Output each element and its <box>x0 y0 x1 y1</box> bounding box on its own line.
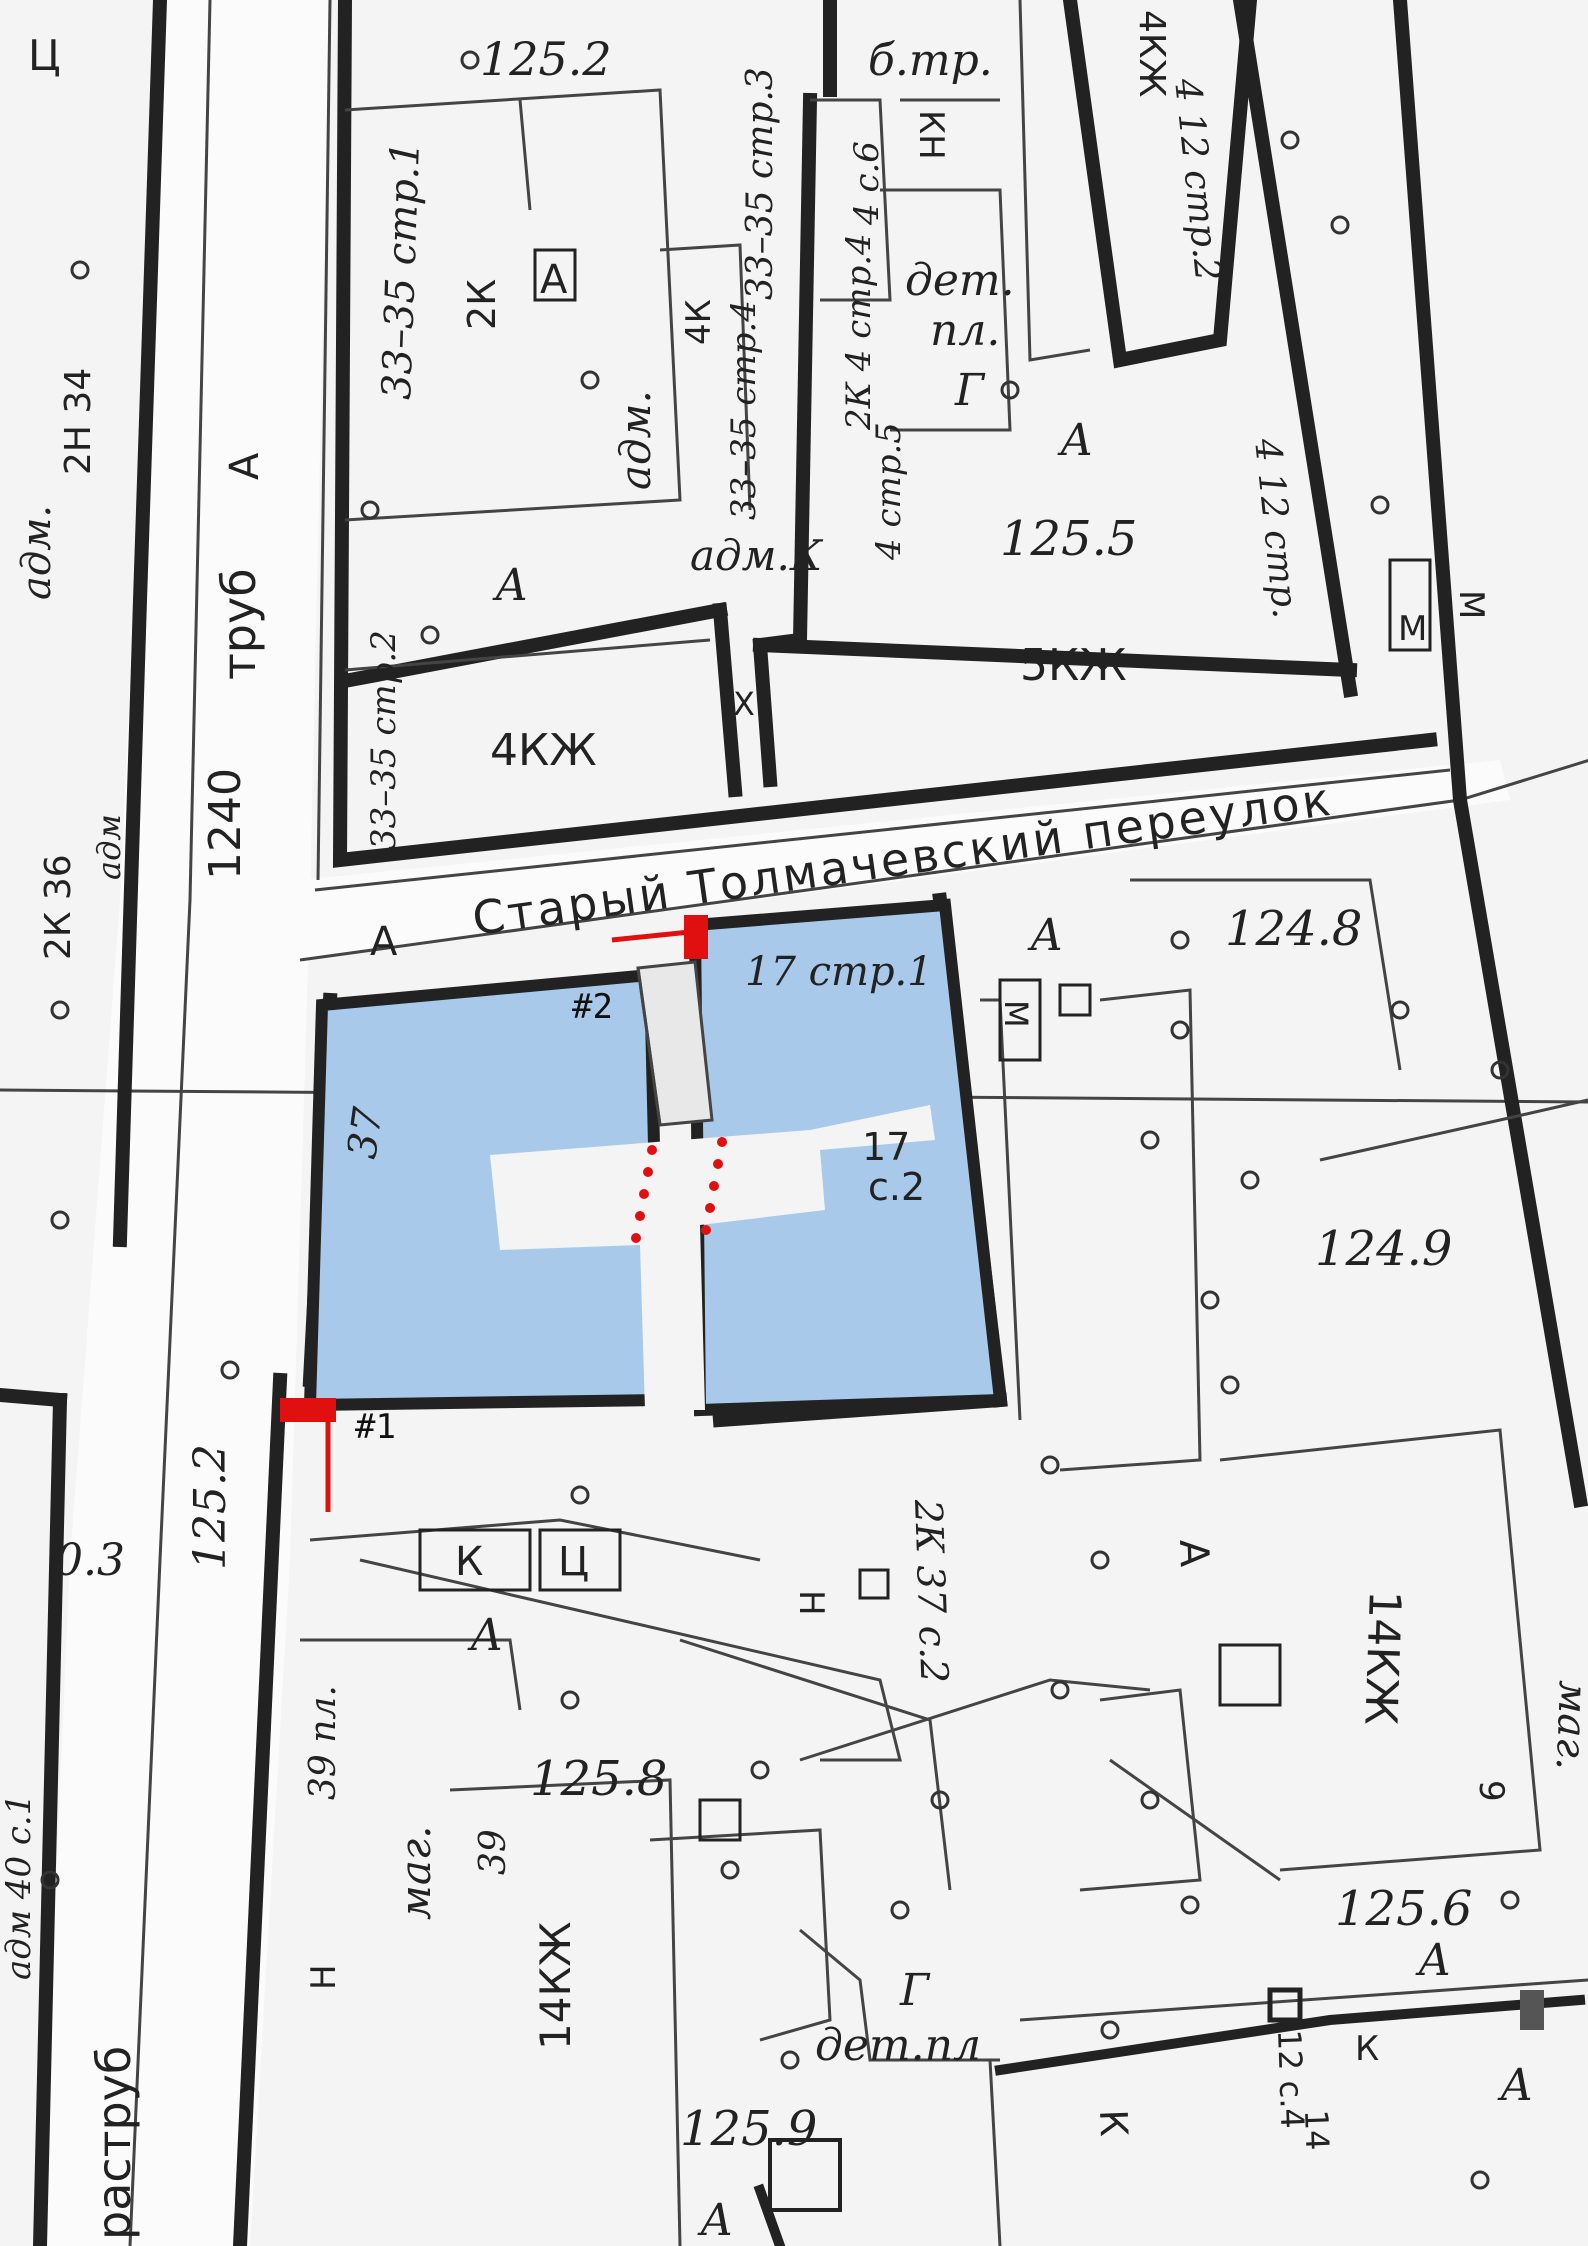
label-a1: А <box>1057 415 1093 466</box>
label-adm-left: адм. <box>14 505 60 600</box>
symbol-boxes <box>418 248 1432 2212</box>
label-39pl: 39 пл. <box>303 1685 344 1800</box>
label-det: дет. <box>905 255 1015 306</box>
courtyard <box>490 960 935 1410</box>
label-4kzh: 4КЖ <box>490 725 597 776</box>
label-ts: Ц <box>558 1539 589 1585</box>
courtyard-cutout <box>490 1105 935 1410</box>
label-17: 17 <box>862 1125 910 1169</box>
label-k3: К <box>1091 2109 1136 2138</box>
label-adm40: адм 40 с.1 <box>0 1794 39 1980</box>
label-mag: маг. <box>391 1826 440 1920</box>
passage-dots <box>631 1137 727 1243</box>
label-g2: Г <box>899 1965 931 2016</box>
label-trub: труб <box>212 568 266 680</box>
label-m2: М <box>1451 590 1491 619</box>
parcel-lines <box>300 0 1588 2246</box>
label-2n34: 2Н 34 <box>58 368 99 475</box>
label-0-3: 0.3 <box>55 1535 125 1586</box>
label-33-35-str4: 33–35 стр.4 <box>724 300 764 520</box>
label-a-left: А <box>222 452 268 480</box>
label-125-2-top: 125.2 <box>480 32 612 86</box>
label-k1: К <box>455 1539 483 1585</box>
label-39: 39 <box>473 1829 514 1875</box>
label-33-35-str2: 33–35 стр.2 <box>364 630 404 850</box>
label-125-5: 125.5 <box>1000 511 1137 567</box>
label-5kzh: 5КЖ <box>1020 640 1127 691</box>
label-124-9: 124.9 <box>1315 1221 1452 1277</box>
label-124-8: 124.8 <box>1225 901 1362 957</box>
label-4str5: 4 стр.5 <box>869 422 909 561</box>
label-btr: б.тр. <box>868 35 993 86</box>
label-2k-37s2: 2К 37 с.2 <box>906 1498 956 1684</box>
label-n1: Н <box>791 1590 831 1616</box>
label-a6: А <box>1415 1935 1451 1986</box>
label-pl: пл. <box>930 305 1000 356</box>
label-a-street: А <box>370 919 398 965</box>
label-ts-left: Ц <box>28 31 61 80</box>
label-2k36: 2К 36 <box>38 854 79 960</box>
label-kn: КН <box>911 110 951 160</box>
label-17str1: 17 стр.1 <box>745 949 933 995</box>
label-adm-k: адм.К <box>690 531 824 580</box>
label-1240: 1240 <box>200 768 251 880</box>
street-bands <box>40 0 1510 2246</box>
label-g1: Г <box>954 365 986 416</box>
label-s2: с.2 <box>868 1165 925 1209</box>
label-9: 9 <box>1471 1780 1511 1802</box>
label-mag-r: маг. <box>1547 1680 1588 1772</box>
label-33-35-str1: 33–35 стр.1 <box>374 140 429 400</box>
marker-2-label: #2 <box>572 987 613 1027</box>
label-a5: А <box>1170 1539 1217 1569</box>
label-a-box: А <box>540 257 568 303</box>
label-rastrub: раструб <box>87 2046 141 2240</box>
label-4kzh-top: 4КЖ <box>1131 10 1172 97</box>
label-12s4: 12 с.4 <box>1270 2029 1311 2129</box>
label-37: 37 <box>339 1104 392 1161</box>
label-a7: А <box>1497 2060 1533 2111</box>
label-2k-a: 2К <box>460 279 504 330</box>
label-detpl: дет.пл <box>815 2020 981 2071</box>
viewpoint-marker-2 <box>611 915 708 959</box>
label-k2: К <box>1355 2029 1379 2069</box>
label-14kzh: 14КЖ <box>531 1921 580 2050</box>
label-125-2: 125.2 <box>185 1444 236 1570</box>
label-125-8: 125.8 <box>530 1751 667 1807</box>
label-m1: М <box>1398 609 1427 649</box>
marker-1-label: #1 <box>355 1407 396 1447</box>
label-4k: 4К <box>679 299 719 345</box>
label-adm-left2: адм <box>90 814 128 880</box>
label-a8: А <box>697 2195 733 2246</box>
utility-lines <box>753 1987 1586 2246</box>
label-125-6: 125.6 <box>1335 1881 1472 1937</box>
label-a2: А <box>492 560 528 611</box>
viewpoint-marker-1 <box>280 1398 336 1512</box>
label-m3: М <box>997 1000 1035 1028</box>
label-x: Х <box>733 685 755 723</box>
label-4s6: 4 с.6 <box>847 141 887 226</box>
label-a4: А <box>467 1610 503 1661</box>
tree-symbols <box>40 50 1520 2190</box>
label-14: 14 <box>1297 2109 1336 2151</box>
label-n2: Н <box>304 1964 344 1990</box>
label-14kzh-r: 14КЖ <box>1354 1590 1410 1726</box>
label-adm1: адм. <box>611 390 660 490</box>
label-a3: А <box>1027 910 1063 961</box>
label-125-9: 125.9 <box>680 2101 817 2157</box>
label-2k-4str4: 2К 4 стр.4 <box>839 233 879 431</box>
label-33-35-str3: 33–35 стр.3 <box>740 67 781 300</box>
